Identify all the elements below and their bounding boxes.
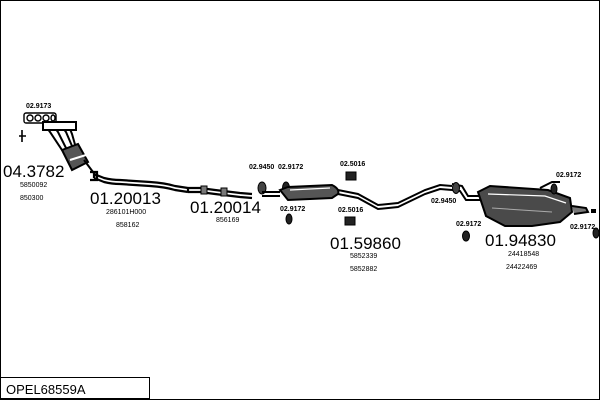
fitting-label: 02.9450 [249, 164, 275, 171]
part-reference: 858162 [116, 222, 140, 229]
intermediate-pipe-drawing [188, 185, 253, 200]
part-reference: 286101H000 [106, 209, 147, 216]
part-number: 01.59860 [330, 234, 401, 253]
clamp-icon [285, 213, 293, 225]
fitting-label: 02.5016 [340, 161, 366, 168]
fitting-label: 02.9172 [570, 224, 596, 231]
fitting-label: 02.9172 [556, 172, 582, 179]
part-number: 04.3782 [3, 162, 65, 181]
part-reference: 24422469 [506, 264, 538, 271]
title-box: OPEL68559A [0, 377, 150, 399]
part-reference: 850300 [20, 195, 44, 202]
fitting-label: 02.9172 [456, 221, 482, 228]
fitting-label: 02.9450 [431, 198, 457, 205]
part-reference: 5850092 [20, 182, 48, 189]
fitting-label: 02.9173 [26, 103, 52, 110]
rubber-mount-icon [344, 216, 356, 226]
part-reference: 5852882 [350, 266, 378, 273]
fitting-label: 02.9172 [280, 206, 306, 213]
end-clip-icon [591, 209, 596, 213]
clamp-icon [592, 227, 600, 239]
part-number: 01.94830 [485, 231, 556, 250]
fitting-label: 02.5016 [338, 207, 364, 214]
clamp-icon [462, 230, 470, 242]
part-reference: 5852339 [350, 253, 378, 260]
manifold-catalyst-drawing [42, 121, 97, 177]
manifold-gasket-drawing [23, 112, 57, 124]
rubber-mount-icon [345, 171, 357, 181]
diagram-title: OPEL68559A [6, 382, 86, 397]
ring-icon [452, 182, 460, 194]
part-reference: 24418548 [508, 251, 540, 258]
rear-silencer-drawing [451, 181, 590, 227]
part-number: 01.20014 [190, 198, 261, 217]
part-number: 01.20013 [90, 189, 161, 208]
part-reference: 856169 [216, 217, 240, 224]
centre-silencer-drawing [262, 183, 453, 211]
fitting-label: 02.9172 [278, 164, 304, 171]
manifold-stud-icon [19, 130, 26, 142]
clamp-icon [550, 183, 558, 195]
